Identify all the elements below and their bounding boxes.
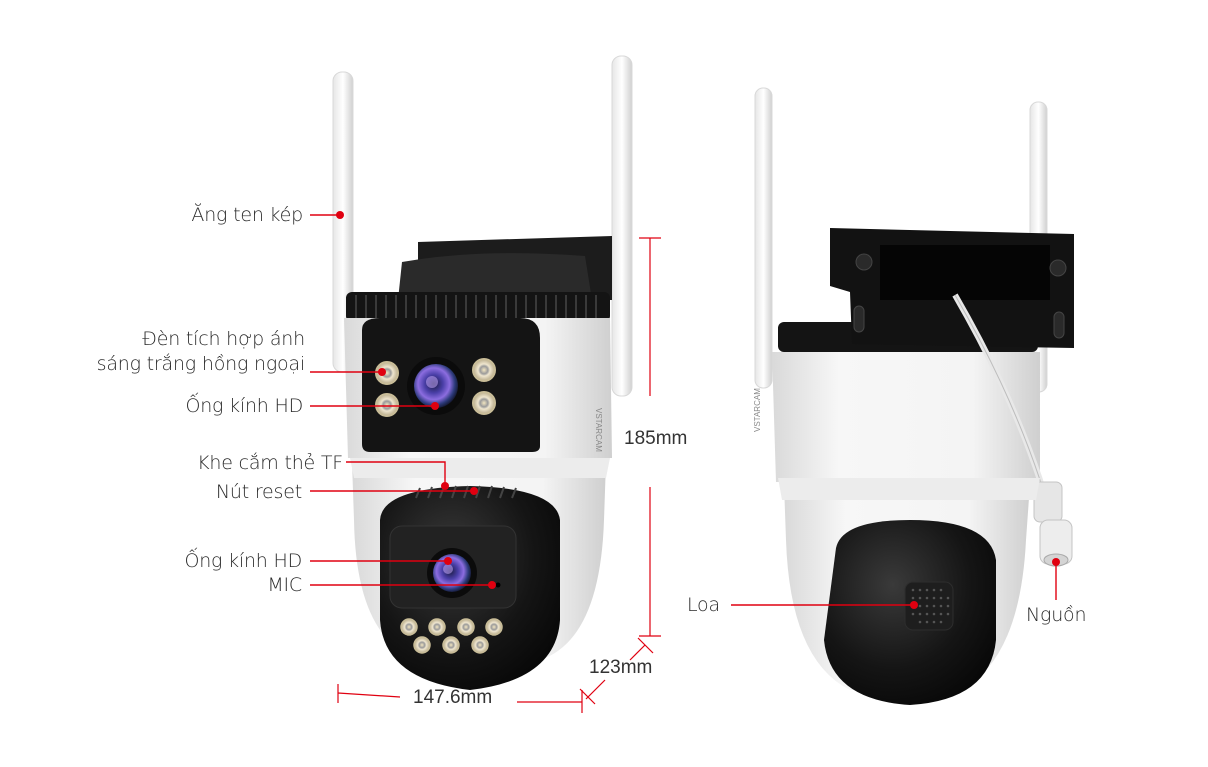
front-camera: VSTARCAM <box>332 55 633 690</box>
dimension-lines <box>337 237 661 713</box>
back-camera: VSTARCAM <box>753 87 1074 705</box>
height-dimension: 185mm <box>624 428 688 449</box>
width-dimension: 147.6mm <box>413 687 493 708</box>
speaker-label: Loa <box>687 594 720 616</box>
reset-label: Nút reset <box>215 481 302 503</box>
power-label: Nguồn <box>1026 604 1087 626</box>
tf-slot-label: Khe cắm thẻ TF <box>197 452 343 474</box>
callout-dots <box>336 211 1060 609</box>
light-label-line2: sáng trắng hồng ngoại <box>96 353 306 375</box>
lens-bottom-label: Ống kính HD <box>184 550 302 572</box>
brand-text-back: VSTARCAM <box>753 388 762 432</box>
mic-label: MIC <box>267 574 302 596</box>
brand-text: VSTARCAM <box>594 408 603 452</box>
lens-top-label: Ống kính HD <box>185 395 303 417</box>
antenna-label: Ăng ten kép <box>191 204 303 226</box>
callout-lines <box>310 214 1057 606</box>
light-label-line1: Đèn tích hợp ánh <box>142 328 305 350</box>
depth-dimension: 123mm <box>589 657 653 678</box>
antenna-right <box>611 55 633 397</box>
